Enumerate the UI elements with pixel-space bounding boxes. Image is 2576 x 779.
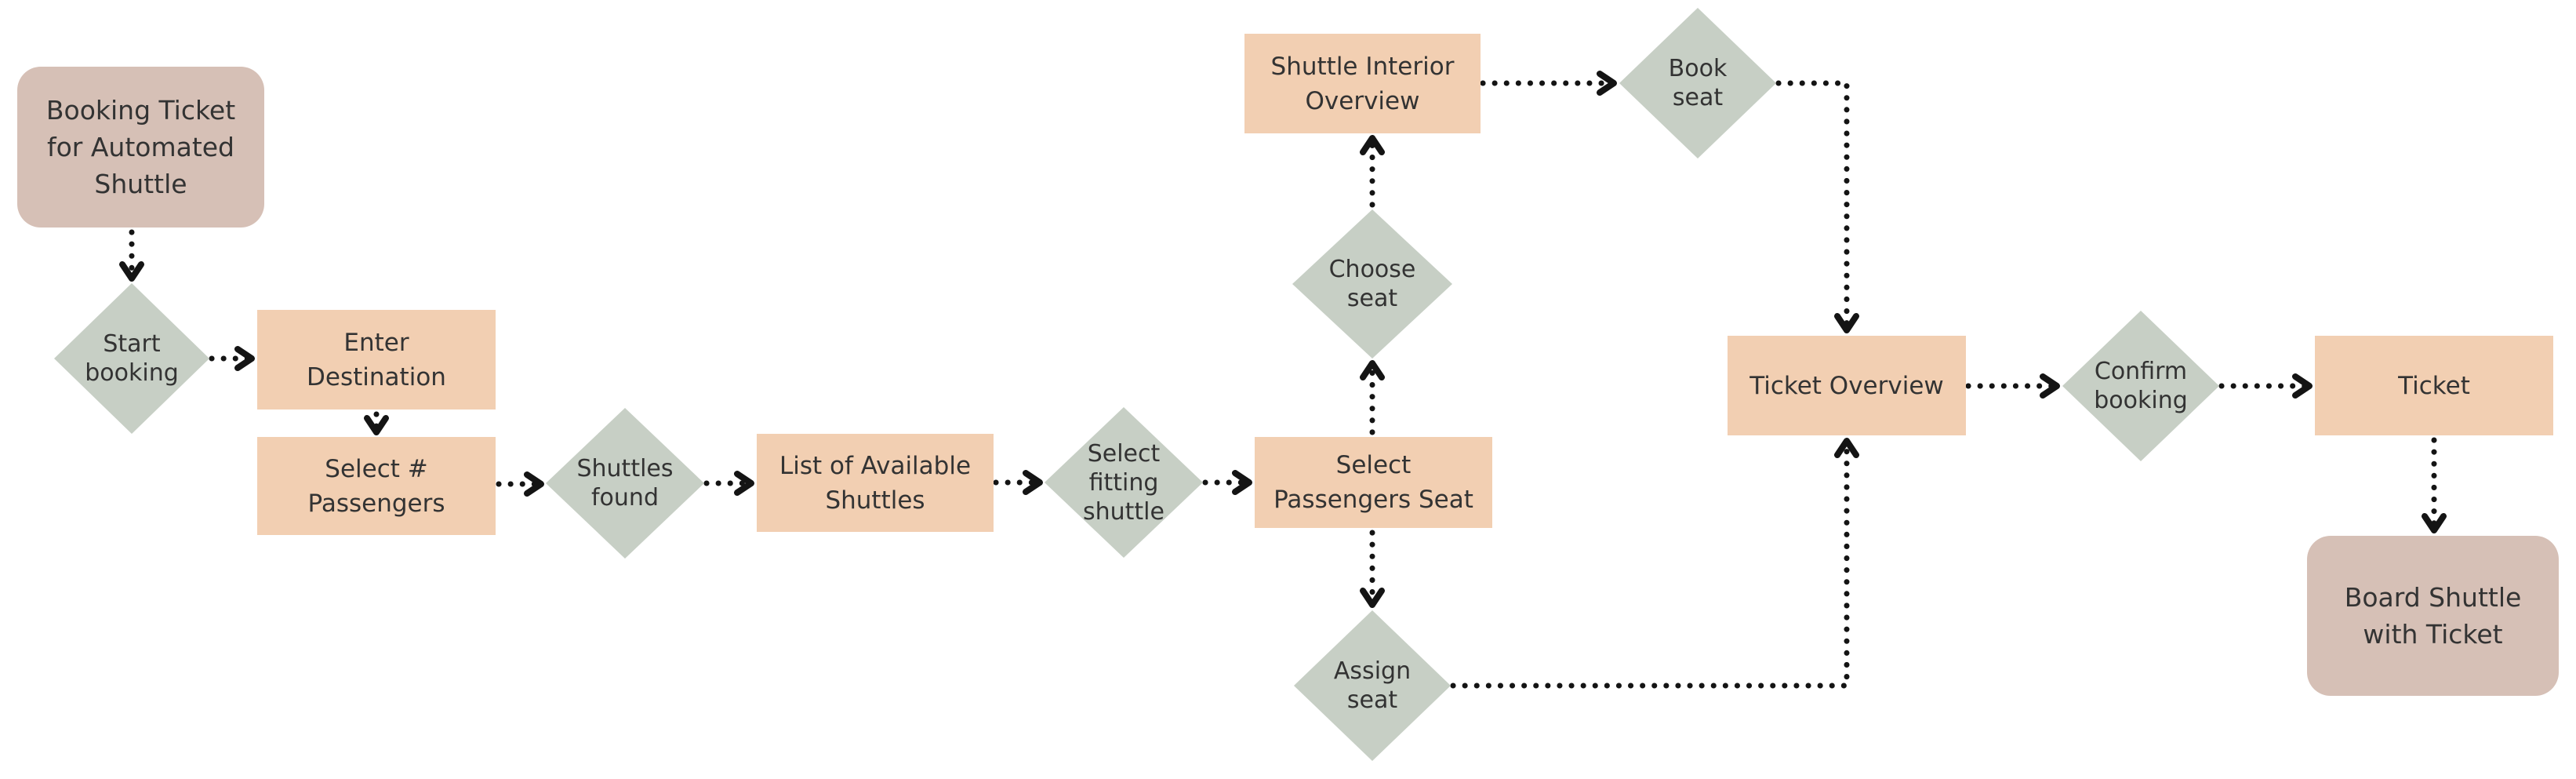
- start-booking-label-line: Start: [103, 330, 161, 358]
- booking-ticket-start-label-line: for Automated: [46, 132, 235, 162]
- select-fitting-shuttle-label-line: fitting: [1088, 468, 1159, 497]
- board-shuttle-label-line: Board Shuttle: [2344, 582, 2522, 613]
- select-passengers-seat-label-line: Select: [1335, 451, 1412, 479]
- node-ticket-overview: Ticket Overview: [1728, 336, 1966, 435]
- node-ticket: Ticket: [2315, 336, 2553, 435]
- shuttle-interior-overview-label-line: Shuttle Interior: [1270, 52, 1455, 81]
- booking-ticket-start-label-line: Shuttle: [94, 169, 187, 199]
- connector-assign-seat-to-ticket-overview: [1450, 438, 1859, 689]
- start-booking-label-line: booking: [85, 359, 179, 387]
- board-shuttle-label-line: with Ticket: [2363, 619, 2503, 650]
- ticket-overview-label: Ticket Overview: [1728, 369, 1966, 403]
- shuttle-interior-overview-label-line: Overview: [1305, 86, 1420, 115]
- ticket-label: Ticket: [2315, 369, 2553, 403]
- booking-ticket-start-label-line: Booking Ticket: [45, 95, 236, 126]
- choose-seat-label-line: Choose: [1328, 256, 1416, 283]
- select-num-passengers-label: Select # Passengers: [257, 452, 496, 521]
- node-select-num-passengers: Select # Passengers: [257, 437, 496, 535]
- connector-group: [119, 71, 2447, 689]
- select-num-passengers-label-line: Select #: [325, 454, 428, 483]
- node-board-shuttle: Board Shuttle with Ticket: [2307, 536, 2559, 696]
- enter-destination-label-line: Destination: [307, 362, 446, 391]
- choose-seat-label-line: seat: [1346, 285, 1398, 312]
- assign-seat-label-line: Assign: [1333, 657, 1412, 685]
- book-seat-label-line: seat: [1672, 84, 1724, 111]
- ticket-label-line: Ticket: [2398, 371, 2470, 400]
- assign-seat-label-line: seat: [1346, 686, 1398, 714]
- ticket-overview-label-line: Ticket Overview: [1749, 371, 1944, 400]
- list-available-shuttles-label-line: List of Available: [779, 451, 972, 480]
- connector-book-seat-to-ticket-overview: [1775, 80, 1859, 333]
- shuttles-found-label-line: found: [591, 484, 659, 511]
- select-fitting-shuttle-label-line: Select: [1087, 439, 1161, 468]
- select-passengers-seat-label-line: Passengers Seat: [1273, 486, 1473, 514]
- select-num-passengers-label-line: Passengers: [307, 489, 445, 518]
- book-seat-label-line: Book: [1668, 55, 1728, 82]
- enter-destination-label-line: Enter: [343, 328, 409, 357]
- list-available-shuttles-label-line: Shuttles: [825, 486, 925, 515]
- board-shuttle-label: Board Shuttle with Ticket: [2307, 579, 2559, 653]
- shuttles-found-label-line: Shuttles: [576, 455, 674, 482]
- select-fitting-shuttle-label-line: shuttle: [1083, 497, 1164, 526]
- confirm-booking-label-line: booking: [2094, 387, 2188, 414]
- confirm-booking-label-line: Confirm: [2094, 358, 2188, 385]
